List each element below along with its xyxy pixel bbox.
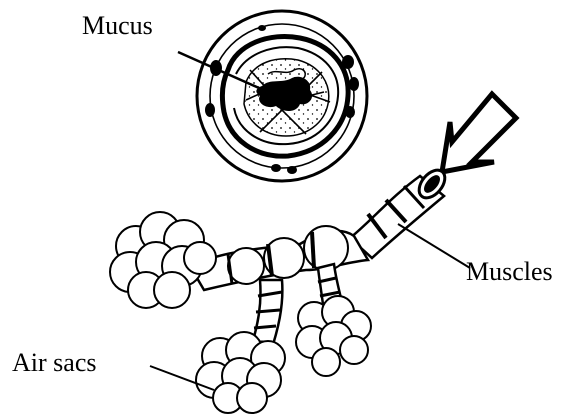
- label-mucus: Mucus: [82, 13, 153, 39]
- direction-arrow-outline: [442, 94, 516, 172]
- wall-gland: [271, 164, 281, 172]
- air-sac-cluster: [196, 332, 285, 413]
- label-muscles: Muscles: [466, 259, 553, 285]
- bronchial-tree: [110, 165, 450, 413]
- air-sac-cluster: [296, 296, 371, 376]
- label-air-sacs: Air sacs: [12, 350, 96, 376]
- wall-gland: [287, 166, 297, 174]
- air-sac-cluster: [110, 212, 216, 308]
- wall-gland: [258, 25, 266, 31]
- muscles-pointer-line: [398, 224, 470, 268]
- airway-cross-section: [197, 11, 367, 181]
- wall-gland: [205, 103, 215, 117]
